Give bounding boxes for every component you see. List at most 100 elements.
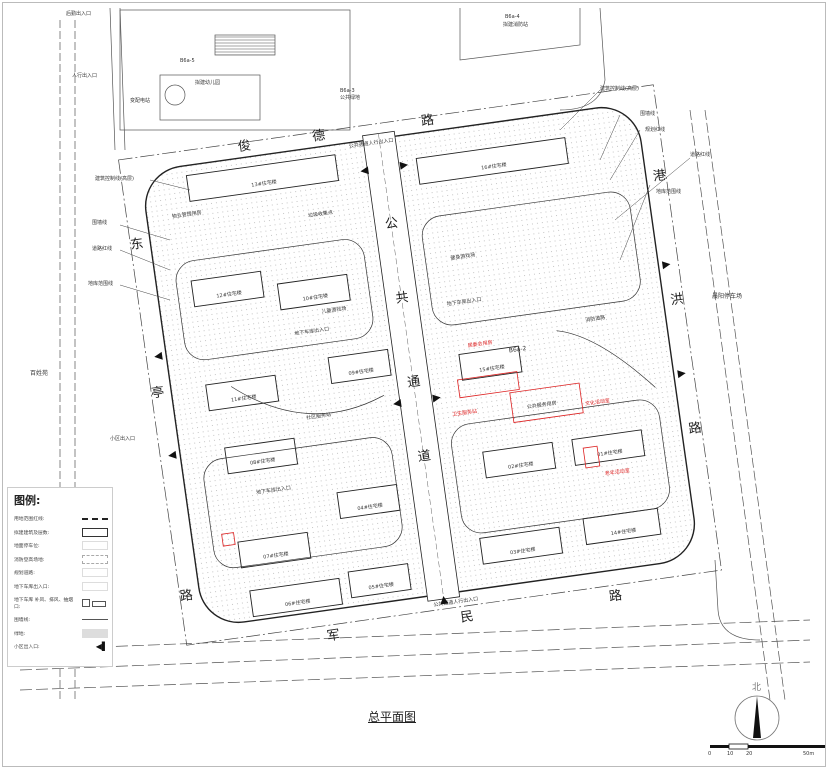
legend-title: 图例: bbox=[14, 494, 41, 507]
building-1 bbox=[185, 154, 340, 202]
label-fire-station: 拟建消防站 bbox=[503, 21, 528, 28]
road-right-char-3: 路 bbox=[687, 420, 702, 438]
road-right-char-1: 港 bbox=[652, 168, 667, 185]
callout-lines bbox=[119, 89, 691, 301]
building-label: 04#住宅楼 bbox=[357, 502, 383, 512]
note-senior-room: 老年活动室 bbox=[604, 467, 630, 477]
road-top-char-3: 路 bbox=[420, 112, 435, 130]
legend-item: 地下车库出入口: bbox=[8, 580, 112, 594]
building-label: 14#住宅楼 bbox=[610, 527, 636, 537]
building-2 bbox=[190, 270, 265, 308]
note-underground-line: 地库范围线 bbox=[656, 188, 681, 195]
label-kindergarten: 拟建幼儿园 bbox=[195, 79, 220, 86]
label-b6a4: B6a-4 bbox=[505, 14, 520, 20]
legend-item: 规划道路: bbox=[8, 566, 112, 580]
label-public-green: 公共绿地 bbox=[340, 94, 360, 101]
note-cultural-room: 文化活动室 bbox=[585, 397, 611, 407]
building-label: 11#住宅楼 bbox=[231, 393, 257, 403]
building-4 bbox=[276, 273, 351, 311]
label-community-station: 社区服务站 bbox=[306, 411, 332, 421]
hatched-area bbox=[214, 34, 276, 56]
scale-tick-20: 20 bbox=[746, 751, 752, 757]
building-5 bbox=[327, 348, 392, 384]
scale-tick-50: 50m bbox=[803, 751, 814, 757]
site-group: 13#住宅楼 12#住宅楼 11#住宅楼 10#住宅楼 09#住宅楼 08#住宅楼 07#住… bbox=[118, 84, 722, 646]
road-center-char-4: 道 bbox=[417, 448, 432, 465]
road-center-char-1: 公 bbox=[384, 216, 399, 233]
road-right-char-2: 洪 bbox=[669, 292, 684, 309]
label-b6a5: B6a-5 bbox=[180, 58, 195, 64]
buildings: 13#住宅楼 12#住宅楼 11#住宅楼 10#住宅楼 09#住宅楼 08#住宅楼 07#住… bbox=[185, 137, 662, 618]
scale-tick-10: 10 bbox=[727, 751, 733, 757]
note-road-red-line-left: 道路红线 bbox=[92, 245, 112, 252]
drawing-title: 总平面图 bbox=[368, 710, 417, 724]
note-neighborhood-committee: 居委会用房 bbox=[467, 339, 493, 349]
kindergarten-parcel bbox=[119, 9, 351, 131]
label-site-code: B6a-2 bbox=[508, 345, 527, 354]
entrance-markers bbox=[154, 161, 686, 605]
road-top-char-2: 德 bbox=[311, 128, 326, 145]
building-13 bbox=[571, 429, 646, 466]
label-trash: 垃圾收集点 bbox=[308, 209, 334, 219]
note-wall-line-left: 围墙线 bbox=[92, 219, 107, 226]
building-label: 02#住宅楼 bbox=[508, 460, 534, 470]
legend-item: 消防登高场地: bbox=[8, 553, 112, 567]
legend-item: 小区出入口:◀▌ bbox=[14, 642, 108, 652]
note-road-red-line: 道路红线 bbox=[690, 151, 710, 158]
building-label: 07#住宅楼 bbox=[263, 550, 289, 560]
west-road-line bbox=[109, 7, 126, 151]
label-baixingyuan: 百姓苑 bbox=[30, 369, 48, 377]
kindergarten-circle bbox=[164, 84, 186, 106]
north-compass: 北 bbox=[734, 682, 780, 741]
building-label: 01#住宅楼 bbox=[597, 448, 623, 458]
legend-item: 地下车库 补风、排风、抽烟口: bbox=[8, 593, 112, 613]
fire-station-curve bbox=[559, 7, 606, 111]
right-road-lines bbox=[689, 109, 786, 701]
building-11 bbox=[479, 526, 564, 565]
label-public-service: 公共服务用房 bbox=[526, 399, 557, 410]
road-center-char-2: 共 bbox=[395, 290, 410, 307]
label-service-entrance: 后勤出入口 bbox=[66, 10, 91, 17]
legend-item: 地面停车位: bbox=[8, 539, 112, 553]
legend-item: 绿地: bbox=[8, 627, 112, 641]
building-8 bbox=[249, 577, 344, 618]
building-label: 08#住宅楼 bbox=[250, 456, 276, 466]
red-facility-outlines bbox=[221, 371, 601, 547]
road-center-char-3: 通 bbox=[406, 374, 421, 391]
road-red-line bbox=[118, 84, 722, 646]
label-fitness: 健身游戏场 bbox=[450, 251, 476, 261]
north-arrow-icon bbox=[753, 696, 761, 738]
road-left-char-3: 路 bbox=[179, 587, 194, 605]
label-fire-road: 消防道路 bbox=[585, 314, 606, 324]
building-label: 10#住宅楼 bbox=[302, 292, 328, 302]
building-label: 13#住宅楼 bbox=[251, 178, 277, 188]
building-15 bbox=[458, 345, 523, 381]
building-16 bbox=[415, 137, 569, 185]
compass-label: 北 bbox=[752, 682, 761, 693]
building-label: 06#住宅楼 bbox=[285, 598, 311, 608]
bottom-road-lines bbox=[19, 619, 811, 691]
building-7 bbox=[237, 531, 312, 569]
building-label: 03#住宅楼 bbox=[510, 546, 536, 556]
legend-item: 拟建建筑及层数: bbox=[8, 526, 112, 540]
building-label: 05#住宅楼 bbox=[368, 581, 394, 591]
legend: 图例: 用地范围红线: 拟建建筑及层数: 地面停车位: 消防登高场地: 规划道路… bbox=[7, 487, 113, 667]
building-label: 12#住宅楼 bbox=[216, 289, 242, 299]
kindergarten-building bbox=[159, 74, 261, 121]
label-pedestrian-entrance: 人行出入口 bbox=[72, 72, 97, 79]
internal-roads bbox=[175, 191, 670, 569]
road-left-char-1: 东 bbox=[130, 236, 145, 253]
building-label: 09#住宅楼 bbox=[348, 367, 374, 377]
legend-item: 围墙线: bbox=[8, 613, 112, 627]
note-control-line-left: 建筑控制线(高层) bbox=[95, 175, 134, 182]
label-garage-entrance-3: 地下车库出入口 bbox=[256, 484, 292, 496]
scale-tick-0: 0 bbox=[708, 751, 711, 757]
building-label: 16#住宅楼 bbox=[481, 161, 507, 171]
label-garage-entrance-2: 地下车库出入口 bbox=[446, 296, 482, 308]
building-label: 15#住宅楼 bbox=[479, 363, 505, 373]
road-bottom-char-3: 路 bbox=[608, 587, 623, 605]
label-garage-entrance-1: 地下车库出入口 bbox=[294, 325, 330, 337]
road-top-char-1: 俊 bbox=[237, 138, 252, 155]
label-kids-play: 儿童游戏场 bbox=[321, 305, 347, 315]
